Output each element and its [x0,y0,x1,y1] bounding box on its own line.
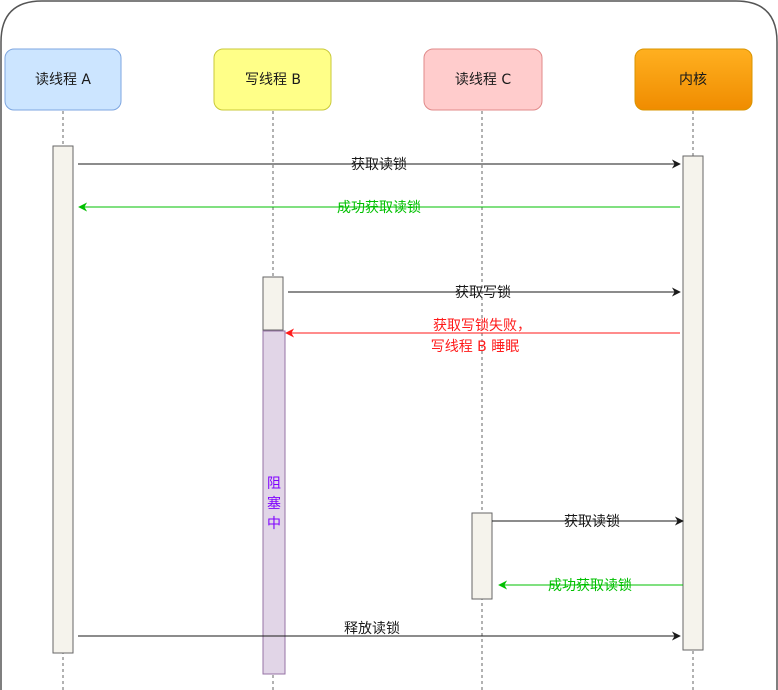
actor-reader-a: 读线程 A [4,48,122,111]
message-label: 获取读锁 [351,156,407,173]
message-a-release-read: 释放读锁 [78,620,681,641]
actor-kernel: 内核 [634,48,753,111]
actor-label: 写线程 B [245,72,301,88]
message-b-fail-write: 获取写锁失败， 写线程 B 睡眠 [285,318,680,355]
message-label: 成功获取读锁 [337,199,421,216]
message-label-line-2: 写线程 B 睡眠 [431,339,520,355]
message-c-get-read: 获取读锁 [492,513,684,530]
blocked-bar: 阻 塞 中 [262,330,286,675]
actor-reader-c: 读线程 C [423,48,543,111]
actor-box [423,48,543,111]
actor-label: 读线程 A [35,71,91,88]
message-label: 获取写锁 [455,285,511,301]
activation-reader-a [52,145,74,654]
blocked-label-1: 阻 [267,476,281,492]
message-label: 释放读锁 [344,620,400,637]
lifelines [62,111,694,690]
actor-label: 内核 [679,72,707,88]
actor-box [634,48,753,111]
message-label: 获取读锁 [564,513,620,530]
activation-writer-b [262,276,284,331]
blocked-label-3: 中 [267,516,281,532]
message-label-line-1: 获取写锁失败， [433,318,531,334]
actor-writer-b: 写线程 B [213,48,332,111]
activation-kernel [682,155,704,651]
actor-label: 读线程 C [455,71,511,88]
blocked-rect [262,330,286,675]
message-c-success-read: 成功获取读锁 [498,577,683,594]
activations [52,145,704,654]
message-a-get-read: 获取读锁 [78,156,681,173]
blocked-label-2: 塞 [267,495,281,512]
message-label: 成功获取读锁 [548,577,632,594]
activation-reader-c [471,512,493,600]
actor-box [4,48,122,111]
message-b-get-write: 获取写锁 [288,285,681,301]
message-a-success-read: 成功获取读锁 [78,199,680,216]
actor-box [213,48,332,111]
